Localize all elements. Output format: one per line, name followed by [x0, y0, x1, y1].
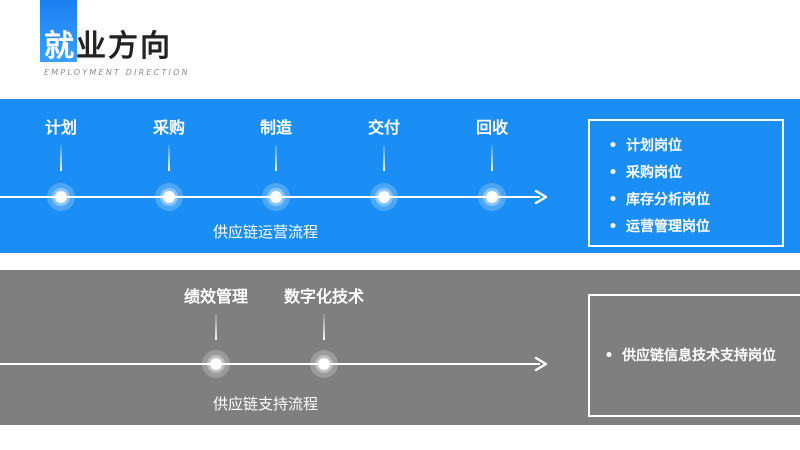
flow-node	[262, 183, 290, 211]
position-item: •供应链信息技术支持岗位	[604, 348, 776, 364]
flow-line	[0, 363, 540, 365]
flow-step-tick	[168, 145, 170, 171]
flow-caption: 供应链支持流程	[213, 395, 319, 413]
positions-box: •供应链信息技术支持岗位	[588, 294, 800, 417]
flow-node	[155, 183, 183, 211]
flow-step-tick	[60, 145, 62, 171]
page-title-first-char: 就	[44, 29, 76, 64]
flow-step-label: 制造	[259, 118, 292, 137]
page-title-rest: 业方向	[76, 29, 172, 64]
position-item: •计划岗位	[608, 138, 682, 154]
flow-step-label: 数字化技术	[283, 287, 364, 306]
flow-node	[310, 350, 338, 378]
positions-box: •计划岗位 •采购岗位 •库存分析岗位 •运营管理岗位	[588, 119, 784, 247]
position-item: •采购岗位	[608, 165, 682, 181]
flow-step-label: 绩效管理	[183, 287, 248, 306]
flow-node	[47, 183, 75, 211]
flow-step-label: 回收	[475, 118, 508, 137]
support-band: 绩效管理 数字化技术 供应链支持流程 •供应链信息技术支持岗位	[0, 270, 800, 425]
supply-chain-band: 计划 采购 制造 交付 回收 供应链运营流程 •计划岗位 •采购岗位 •库存分析…	[0, 99, 800, 253]
positions-list: •供应链信息技术支持岗位	[602, 347, 776, 365]
flow-step-label: 计划	[44, 118, 77, 137]
flow-step-tick	[215, 314, 217, 340]
flow-node	[478, 183, 506, 211]
position-item: •运营管理岗位	[608, 219, 710, 235]
page-title: 就业方向	[44, 30, 172, 64]
flow-step-tick	[323, 314, 325, 340]
arrow-right-icon	[534, 357, 548, 371]
flow-step-tick	[491, 145, 493, 171]
page-subtitle: EMPLOYMENT DIRECTION	[44, 68, 190, 77]
flow-step-label: 采购	[152, 118, 185, 137]
flow-step-tick	[383, 145, 385, 171]
flow-node	[202, 350, 230, 378]
page-header: 就业方向 EMPLOYMENT DIRECTION	[0, 0, 300, 90]
flow-step-label: 交付	[367, 118, 400, 137]
flow-node	[370, 183, 398, 211]
flow-step-tick	[275, 145, 277, 171]
arrow-right-icon	[534, 190, 548, 204]
position-item: •库存分析岗位	[608, 192, 710, 208]
title-accent-bar	[40, 0, 77, 62]
flow-caption: 供应链运营流程	[213, 223, 319, 241]
positions-list: •计划岗位 •采购岗位 •库存分析岗位 •运营管理岗位	[606, 137, 710, 236]
